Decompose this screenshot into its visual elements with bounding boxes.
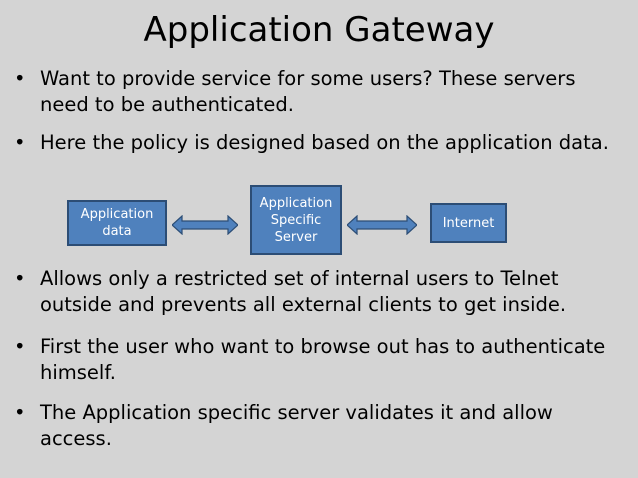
application-specific-server-box: Application Specific Server [250,185,342,255]
bullet-glyph: • [14,67,26,90]
double-arrow-left-icon [172,215,238,235]
bullet-text: Want to provide service for some users? … [40,67,576,116]
bullet-text: Allows only a restricted set of internal… [40,267,567,316]
bullet-glyph: • [14,401,26,424]
application-data-label: Application data [80,207,154,239]
double-arrow-right-icon [347,215,417,235]
internet-box: Internet [430,203,507,243]
bullet-item: • First the user who want to browse out … [14,334,626,386]
bullet-text: The Application specific server validate… [40,401,553,450]
internet-label: Internet [442,215,495,231]
bullet-text: Here the policy is designed based on the… [40,131,609,154]
bullet-text: First the user who want to browse out ha… [40,335,606,384]
bullet-item: • The Application specific server valida… [14,400,626,452]
slide-title: Application Gateway [143,10,495,50]
bullet-glyph: • [14,131,26,154]
application-data-box: Application data [67,200,167,246]
bullet-glyph: • [14,335,26,358]
application-specific-server-label: Application Specific Server [259,195,333,245]
bullet-item: • Want to provide service for some users… [14,66,626,118]
bullet-item: • Here the policy is designed based on t… [14,130,626,156]
bullet-item: • Allows only a restricted set of intern… [14,266,626,318]
bullet-glyph: • [14,267,26,290]
